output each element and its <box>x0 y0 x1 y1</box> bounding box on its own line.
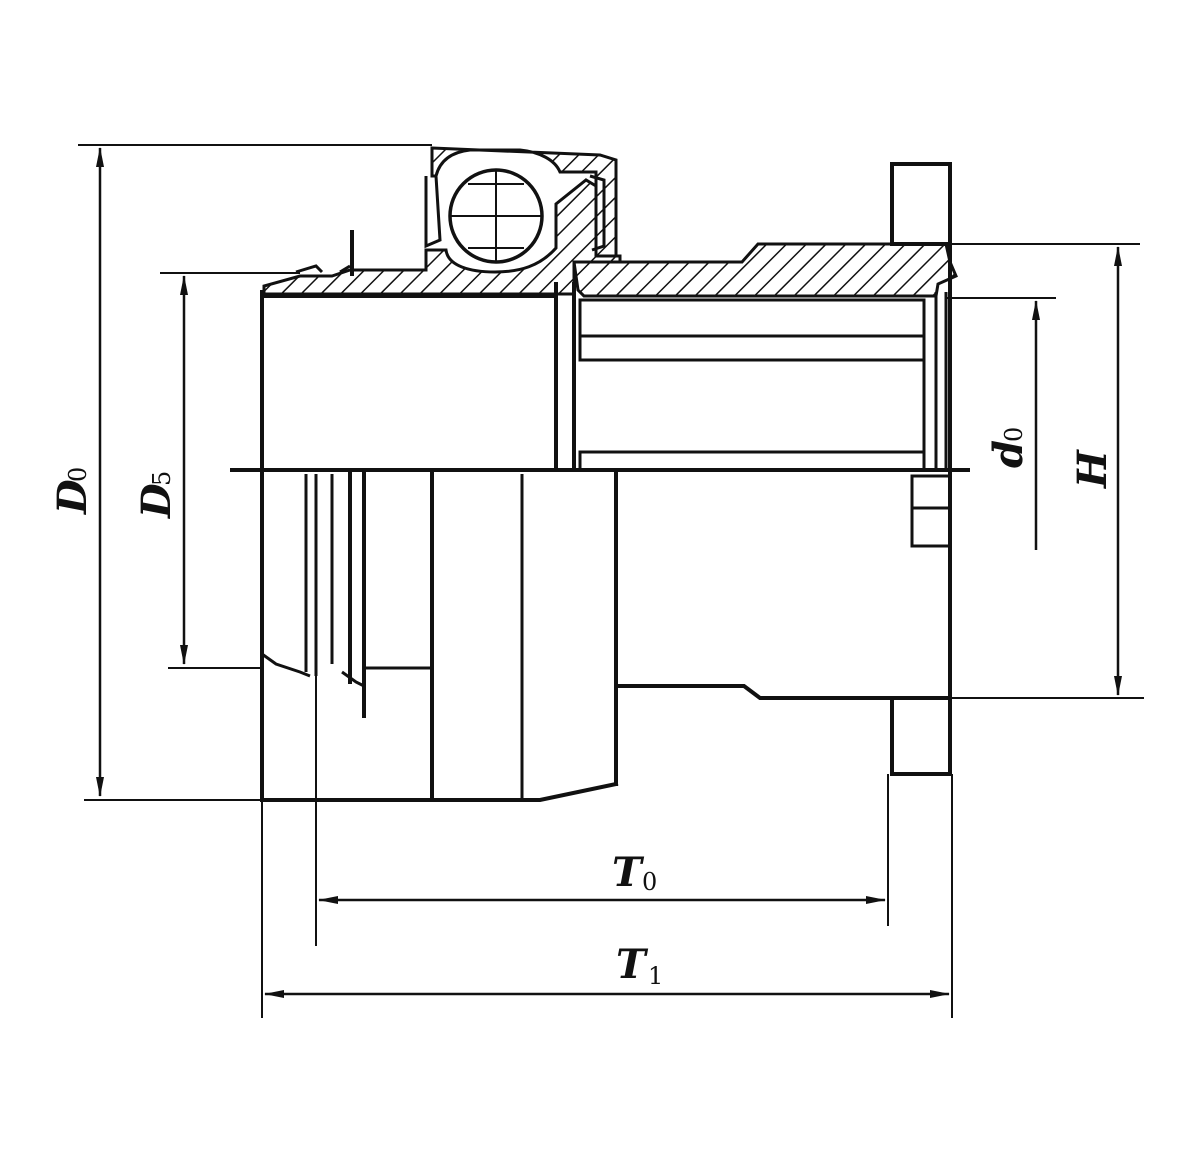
svg-text:D: D <box>49 479 96 515</box>
svg-text:0: 0 <box>1000 427 1028 442</box>
dimension-D0 <box>78 144 432 801</box>
label-d0: d 0 <box>985 427 1032 468</box>
label-D0: D 0 <box>49 467 96 515</box>
bearing-inner-race <box>262 178 622 296</box>
sleeve <box>572 242 958 298</box>
dimension-T0 <box>315 676 889 946</box>
label-T0: T 0 <box>612 849 657 896</box>
right-flange <box>890 162 952 776</box>
svg-text:T: T <box>616 941 649 988</box>
dimension-d0 <box>946 297 1056 550</box>
svg-text:1: 1 <box>648 962 663 990</box>
snap-ring <box>295 230 354 276</box>
svg-text:T: T <box>612 849 645 896</box>
bearing-seal <box>424 174 606 252</box>
svg-text:H: H <box>1069 449 1116 489</box>
svg-text:d: d <box>985 440 1032 468</box>
svg-text:5: 5 <box>148 471 176 486</box>
svg-text:D: D <box>133 483 180 519</box>
lower-housing <box>260 472 952 802</box>
label-T1: T 1 <box>616 941 663 990</box>
svg-text:0: 0 <box>642 868 657 896</box>
label-D5: D 5 <box>133 471 180 519</box>
svg-text:0: 0 <box>64 467 92 482</box>
label-H: H <box>1069 449 1116 489</box>
needle-bearing-rollers <box>578 292 948 472</box>
dimension-D5 <box>160 272 300 669</box>
dimension-H <box>950 243 1144 699</box>
bearing-ball <box>448 168 544 264</box>
dimension-T1 <box>261 774 953 1018</box>
